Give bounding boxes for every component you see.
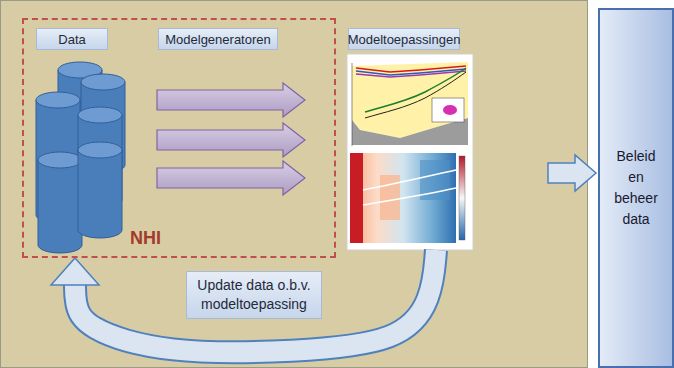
update-box: Update data o.b.v. modeltoepassing <box>186 271 322 319</box>
application-column: Modeltoepassingen <box>347 28 473 250</box>
generator-arrows <box>157 83 305 195</box>
arrow-outline <box>75 250 436 352</box>
node-label: Update data o.b.v. modeltoepassing <box>193 276 315 314</box>
model-application-plots <box>347 54 473 250</box>
tan-panel <box>1 1 588 368</box>
node-label: Data <box>58 32 85 47</box>
node-label: Modeltoepassingen <box>348 28 460 50</box>
arrow-body <box>75 250 436 352</box>
feedback-arrow <box>51 250 436 352</box>
output-panel: Beleid en beheer data <box>598 8 674 368</box>
nhi-region: NHI Data Modelgeneratoren <box>22 18 336 258</box>
output-block-arrow <box>548 155 596 191</box>
section-header: Modelgeneratoren <box>158 28 278 50</box>
node-label: Beleid en beheer data <box>609 146 663 230</box>
region-title: NHI <box>130 228 161 249</box>
arrow-head <box>51 258 99 285</box>
section-header: Data <box>36 28 108 50</box>
node-label: Modelgeneratoren <box>165 32 271 47</box>
database-cylinders <box>36 62 125 253</box>
